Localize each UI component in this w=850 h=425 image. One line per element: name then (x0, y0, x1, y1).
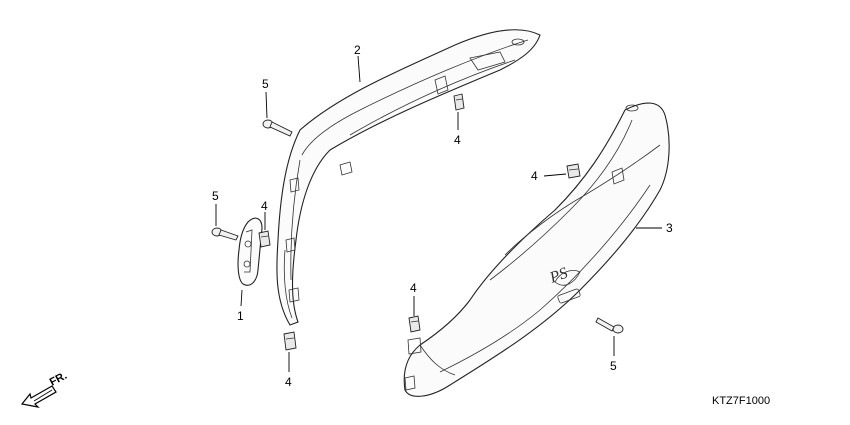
right-body-cover: PS (403, 102, 670, 397)
bolt-c (595, 317, 624, 334)
clip-d (408, 315, 421, 333)
bolt-b (211, 227, 239, 241)
callout-part-2: 2 (354, 43, 361, 57)
callout-clip-b: 4 (531, 169, 538, 183)
callout-part-3: 3 (666, 221, 673, 235)
leader-lines (215, 55, 662, 372)
callout-clip-a: 4 (454, 133, 461, 147)
front-direction-arrow: FR. (20, 370, 69, 408)
bracket-part (237, 217, 263, 286)
clip-a (453, 93, 465, 111)
callout-bolt-c: 5 (610, 359, 617, 373)
clip-c (258, 230, 271, 248)
callout-clip-e: 4 (285, 375, 292, 389)
front-direction-label: FR. (48, 370, 69, 389)
diagram-code: KTZ7F1000 (712, 395, 770, 407)
callout-part-1: 1 (237, 309, 244, 323)
callout-clip-d: 4 (410, 281, 417, 295)
callout-clip-c: 4 (261, 199, 268, 213)
callout-bolt-a: 5 (262, 77, 269, 91)
clip-e (283, 331, 297, 351)
callout-bolt-b: 5 (212, 189, 219, 203)
model-emblem: PS (547, 265, 570, 287)
bolt-a (262, 119, 293, 137)
left-body-cover (276, 29, 541, 326)
clip-b (566, 163, 581, 179)
